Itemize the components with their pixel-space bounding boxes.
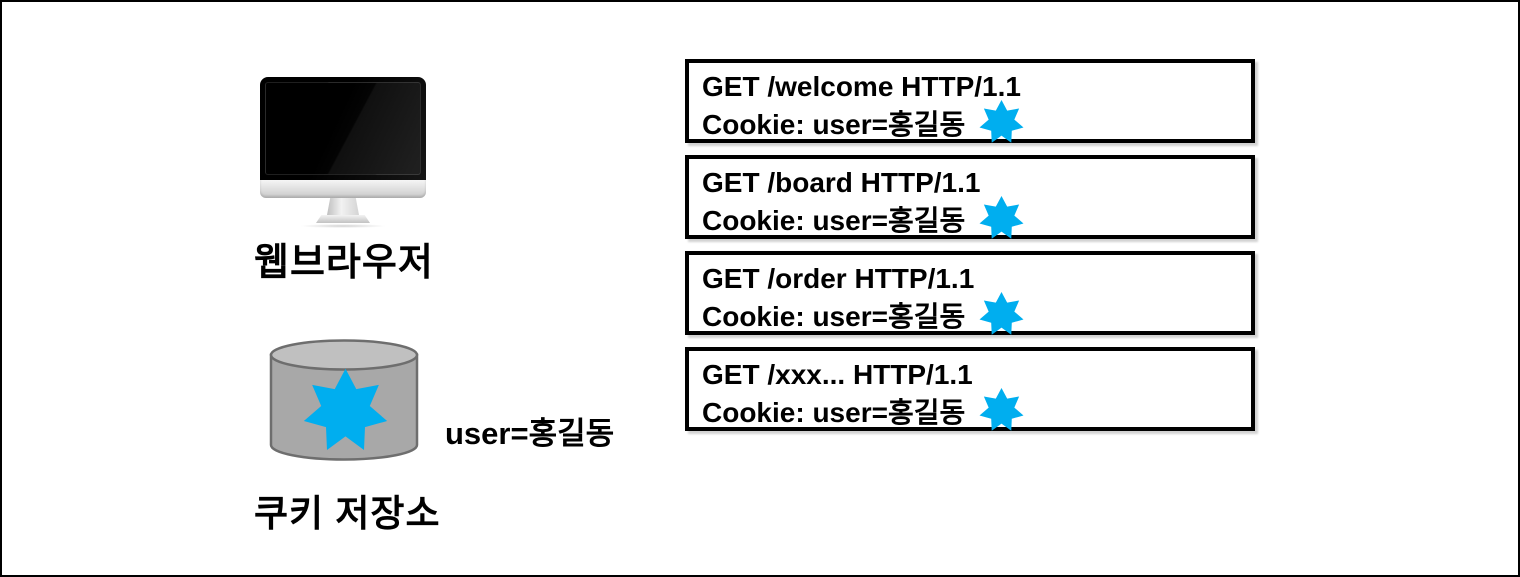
request-box-welcome: GET /welcome HTTP/1.1 Cookie: user=홍길동 xyxy=(685,59,1255,143)
request-line: GET /board HTTP/1.1 xyxy=(702,167,981,198)
cookie-header-text: Cookie: user=홍길동 xyxy=(702,204,966,236)
monitor-shadow xyxy=(300,224,386,228)
cookie-header-text: Cookie: user=홍길동 xyxy=(702,108,966,140)
cookie-header-line: Cookie: user=홍길동 xyxy=(702,387,1243,438)
request-list: GET /welcome HTTP/1.1 Cookie: user=홍길동 G… xyxy=(685,59,1255,443)
cookie-star-icon xyxy=(979,195,1024,239)
request-box-xxx: GET /xxx... HTTP/1.1 Cookie: user=홍길동 xyxy=(685,347,1255,431)
cookie-store-label: 쿠키 저장소 xyxy=(254,493,441,534)
browser-label: 웹브라우저 xyxy=(254,242,434,284)
request-line: GET /xxx... HTTP/1.1 xyxy=(702,359,973,390)
cookie-star-icon xyxy=(979,291,1024,335)
request-box-board: GET /board HTTP/1.1 Cookie: user=홍길동 xyxy=(685,155,1255,239)
monitor-icon xyxy=(260,77,426,228)
cookie-header-text: Cookie: user=홍길동 xyxy=(702,396,966,428)
monitor-stand-neck xyxy=(327,198,359,215)
cookie-store-group xyxy=(268,339,420,463)
cookie-header-line: Cookie: user=홍길동 xyxy=(702,99,1243,150)
cookie-value-label: user=홍길동 xyxy=(445,416,615,451)
request-line: GET /welcome HTTP/1.1 xyxy=(702,71,1021,102)
monitor-stand-base xyxy=(316,215,370,223)
cookie-star-icon xyxy=(979,387,1024,431)
monitor-screen xyxy=(260,77,426,180)
cookie-star-icon xyxy=(303,368,388,450)
cookie-header-line: Cookie: user=홍길동 xyxy=(702,195,1243,246)
request-box-order: GET /order HTTP/1.1 Cookie: user=홍길동 xyxy=(685,251,1255,335)
cookie-star-icon xyxy=(979,99,1024,143)
cookie-header-line: Cookie: user=홍길동 xyxy=(702,291,1243,342)
monitor-chin xyxy=(260,180,426,198)
request-line: GET /order HTTP/1.1 xyxy=(702,263,975,294)
cookie-header-text: Cookie: user=홍길동 xyxy=(702,300,966,332)
